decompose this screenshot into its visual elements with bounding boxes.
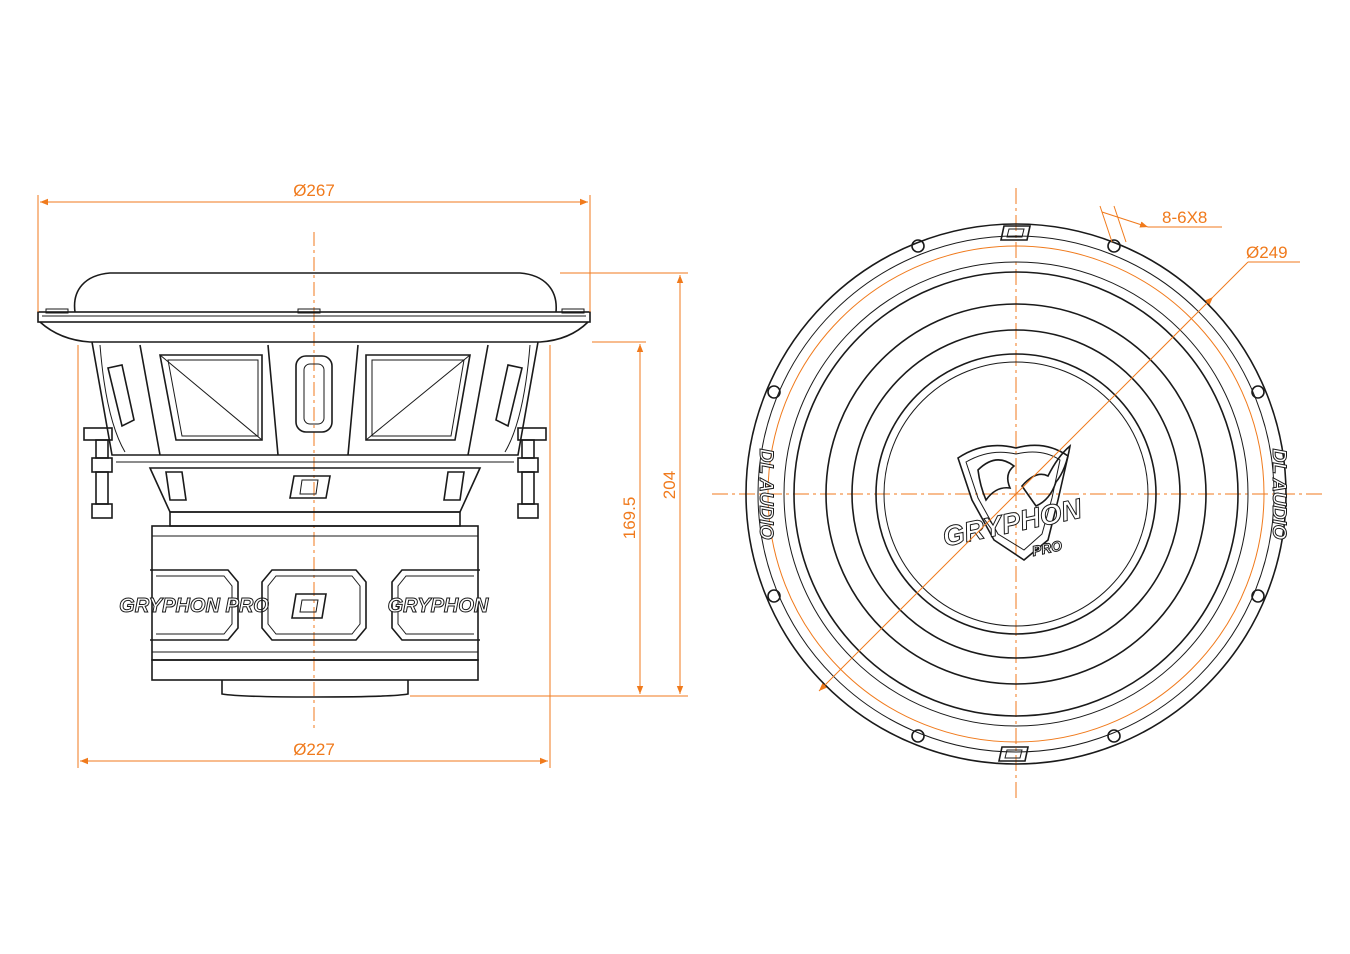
inner-frame-ring (793, 271, 1239, 717)
mounting-holes (767, 239, 1265, 743)
terminal-left (83, 427, 113, 519)
mount-hole (1107, 729, 1121, 743)
surround-dome (73, 272, 557, 313)
side-view: GRYPHON PRO GRYPHON Ø267 Ø227 204 (37, 181, 688, 768)
dim-bottom-diameter: Ø227 (77, 345, 551, 768)
mount-hole (767, 385, 781, 399)
magnet-badge-left (150, 569, 239, 641)
front-view: DL AUDIO DL AUDIO GRYPHON PRO Ø249 8-6X8 (712, 188, 1322, 798)
mount-hole (911, 729, 925, 743)
spoke-slot (495, 364, 523, 428)
dl-logo-icon (291, 593, 327, 619)
mount-hole (1107, 239, 1121, 253)
dim-holes-label: 8-6X8 (1162, 208, 1207, 227)
frame-dl-logo-bottom (998, 746, 1029, 762)
dim-top-diameter-label: Ø267 (293, 181, 335, 200)
dim-height-total: 204 (410, 272, 688, 697)
spoke-slot (295, 355, 333, 433)
dim-bottom-diameter-label: Ø227 (293, 740, 335, 759)
frame-brand-left: DL AUDIO (755, 449, 776, 540)
dim-height-total-label: 204 (660, 471, 679, 499)
frame-brand-right: DL AUDIO (1268, 449, 1289, 540)
bolt-circle (767, 245, 1265, 743)
mount-hole (1251, 385, 1265, 399)
magnet-badge-right (391, 569, 480, 641)
mount-hole (911, 239, 925, 253)
terminal-right (517, 427, 547, 519)
logo-text: GRYPHON (940, 493, 1085, 553)
dim-height-mount-label: 169.5 (620, 497, 639, 540)
mount-hole (767, 589, 781, 603)
pole-vent (221, 680, 409, 698)
dim-top-diameter: Ø267 (37, 181, 591, 312)
lower-ring (148, 467, 482, 513)
dim-holes: 8-6X8 (1099, 205, 1222, 243)
mount-hole (1251, 589, 1265, 603)
dl-logo-mark (165, 471, 465, 501)
magnet-badge-center (261, 569, 367, 641)
magnet-label-right: GRYPHON (388, 595, 489, 617)
spoke-slot (107, 364, 135, 428)
basket-window (365, 354, 471, 441)
magnet-label-left: GRYPHON PRO (119, 595, 269, 617)
gryphon-logo: GRYPHON PRO (939, 444, 1085, 561)
frame-dl-logo-top (1000, 225, 1031, 241)
outer-frame-ring (745, 223, 1287, 765)
top-plate (169, 511, 461, 527)
back-plate (151, 659, 479, 681)
dim-bolt-circle: Ø249 (818, 243, 1300, 692)
flange-underside (39, 321, 589, 343)
mounting-flange (37, 311, 591, 323)
dim-bolt-circle-label: Ø249 (1246, 243, 1288, 262)
dim-height-mount: 169.5 (592, 341, 646, 694)
